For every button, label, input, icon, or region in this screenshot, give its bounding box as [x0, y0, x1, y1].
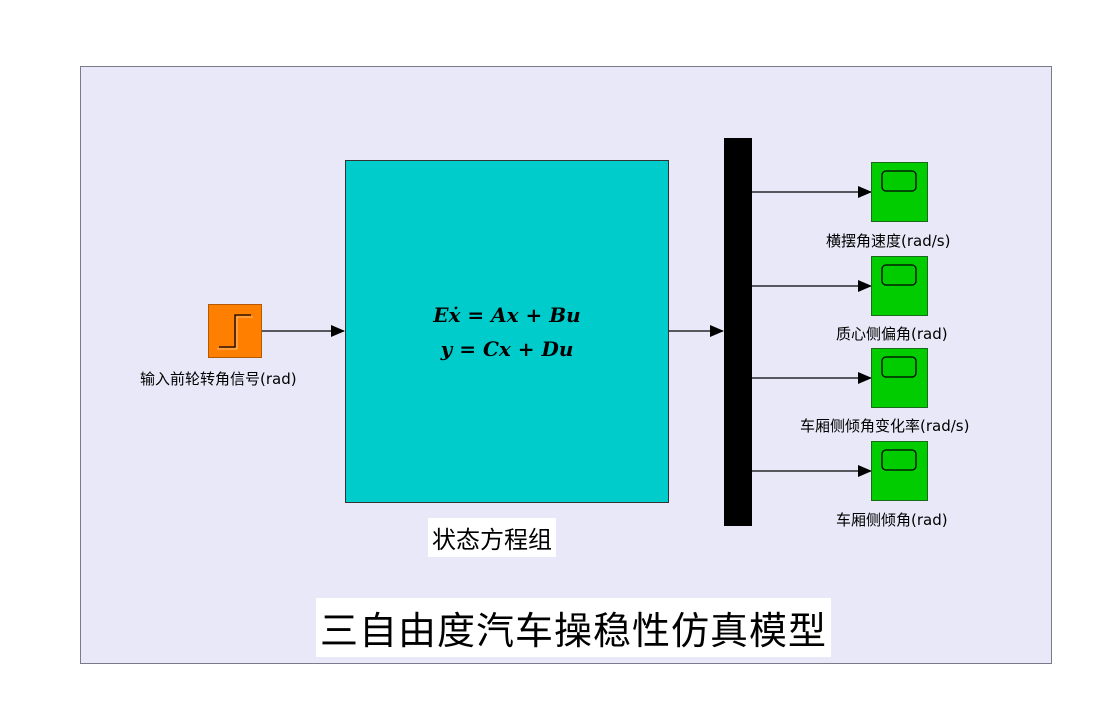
scope-label-sideslip: 质心侧偏角(rad)	[836, 325, 948, 343]
scope-label-roll-rate: 车厢侧倾角变化率(rad/s)	[800, 417, 970, 435]
step-input-label: 输入前轮转角信号(rad)	[140, 370, 297, 388]
scope-screen-icon	[881, 356, 917, 378]
model-title: 三自由度汽车操稳性仿真模型	[316, 598, 832, 657]
state-space-caption: 状态方程组	[428, 518, 556, 557]
scope-screen-icon	[881, 264, 917, 286]
state-space-block[interactable]: Eẋ = Ax + Bu y = Cx + Du	[345, 160, 669, 503]
step-icon	[217, 314, 253, 350]
scope-block-yaw-rate[interactable]	[871, 162, 928, 222]
scope-screen-icon	[881, 449, 917, 471]
scope-block-sideslip[interactable]	[871, 256, 928, 316]
scope-label-yaw-rate: 横摆角速度(rad/s)	[826, 232, 951, 250]
step-input-block[interactable]	[208, 304, 262, 358]
mux-block[interactable]	[724, 138, 752, 526]
output-equation: y = Cx + Du	[440, 337, 574, 361]
state-equation: Eẋ = Ax + Bu	[433, 303, 581, 327]
scope-screen-icon	[881, 170, 917, 192]
scope-label-roll-angle: 车厢侧倾角(rad)	[836, 511, 948, 529]
scope-block-roll-angle[interactable]	[871, 441, 928, 501]
scope-block-roll-rate[interactable]	[871, 348, 928, 408]
